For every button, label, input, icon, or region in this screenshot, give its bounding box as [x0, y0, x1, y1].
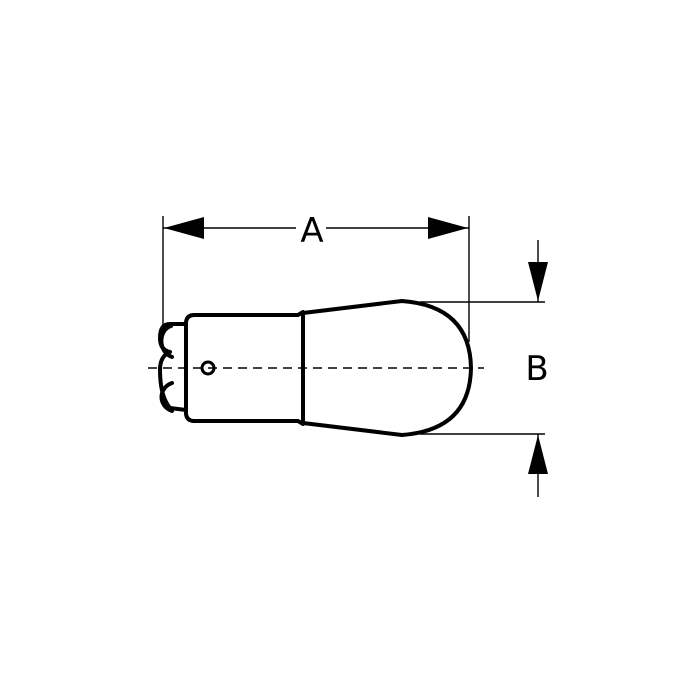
- arrowhead-a-left-icon: [164, 217, 204, 239]
- contact-bump-top: [159, 324, 174, 359]
- contacts: [158, 322, 188, 412]
- dimension-label-b: B: [525, 349, 548, 389]
- contact-bump-bottom: [159, 381, 174, 413]
- dimension-a: A: [162, 211, 470, 342]
- arrowhead-a-right-icon: [428, 217, 468, 239]
- dimension-b: B: [420, 240, 549, 497]
- arrowhead-b-top-icon: [528, 262, 548, 301]
- dimension-label-a: A: [300, 211, 323, 251]
- arrowhead-b-bottom-icon: [528, 435, 548, 474]
